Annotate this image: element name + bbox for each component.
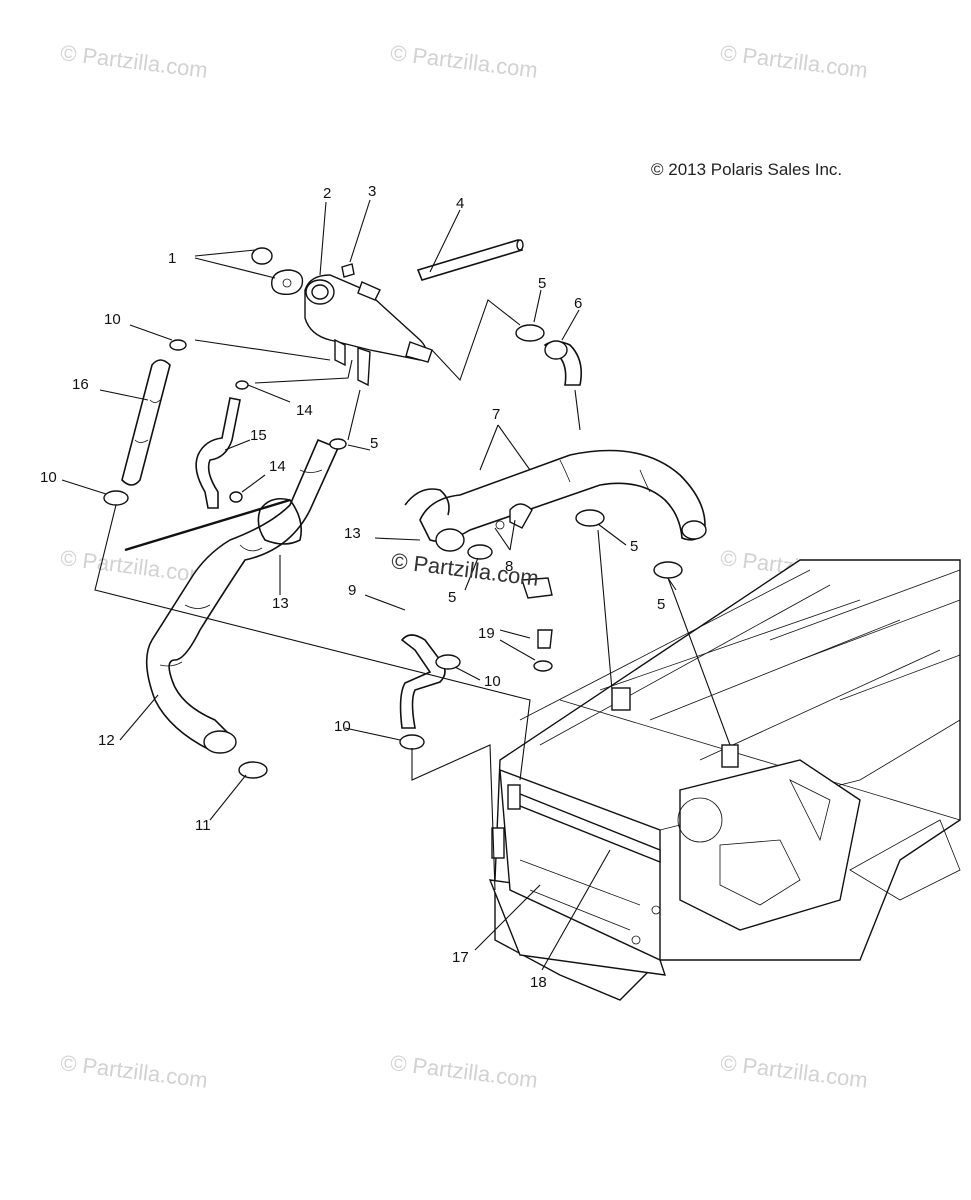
gasket-13 [124, 488, 450, 552]
callout-13-mid: 13 [344, 525, 361, 542]
callout-8: 8 [505, 558, 513, 575]
screw [341, 263, 355, 278]
callout-5-far-right: 5 [657, 596, 665, 613]
callout-15: 15 [250, 427, 267, 444]
callout-14-mid: 14 [269, 458, 286, 475]
callout-5-top: 5 [538, 275, 546, 292]
callout-10-center: 10 [484, 673, 501, 690]
callout-1: 1 [168, 250, 176, 267]
copyright-notice: © 2013 Polaris Sales Inc. [651, 160, 843, 179]
callout-12: 12 [98, 732, 115, 749]
callout-6: 6 [574, 295, 582, 312]
callout-18: 18 [530, 974, 547, 991]
radiator-cap [251, 247, 304, 295]
callout-4: 4 [456, 195, 464, 212]
bracket-8 [495, 503, 533, 530]
callout-5-mid: 5 [370, 435, 378, 452]
callout-labels: 1 2 3 4 5 6 10 16 14 15 5 7 14 10 13 5 1… [40, 183, 665, 991]
hose-9 [399, 634, 446, 729]
callout-7: 7 [492, 406, 500, 423]
elbow-6 [543, 340, 583, 386]
callout-11: 11 [195, 817, 211, 834]
callout-9: 9 [348, 582, 356, 599]
hose-7 [419, 449, 707, 552]
callout-17: 17 [452, 949, 469, 966]
hose-12 [145, 438, 340, 754]
callout-10-top: 10 [104, 311, 121, 328]
callout-2: 2 [323, 185, 331, 202]
hose-15 [195, 397, 241, 509]
callout-10-low: 10 [334, 718, 351, 735]
callout-3: 3 [368, 183, 376, 200]
callout-14-top: 14 [296, 402, 313, 419]
vent-tube [416, 239, 524, 281]
callout-16: 16 [72, 376, 89, 393]
callout-5-center: 5 [448, 589, 456, 606]
thermostat-19 [521, 577, 553, 672]
callout-5-right: 5 [630, 538, 638, 555]
leader-lines [61, 199, 731, 971]
clamps [103, 324, 683, 779]
coolant-bottle [304, 274, 433, 387]
heat-exchanger [488, 768, 667, 976]
callout-13-low: 13 [272, 595, 289, 612]
callout-10-left: 10 [40, 469, 57, 486]
callout-19: 19 [478, 625, 495, 642]
hose-16 [121, 359, 171, 486]
